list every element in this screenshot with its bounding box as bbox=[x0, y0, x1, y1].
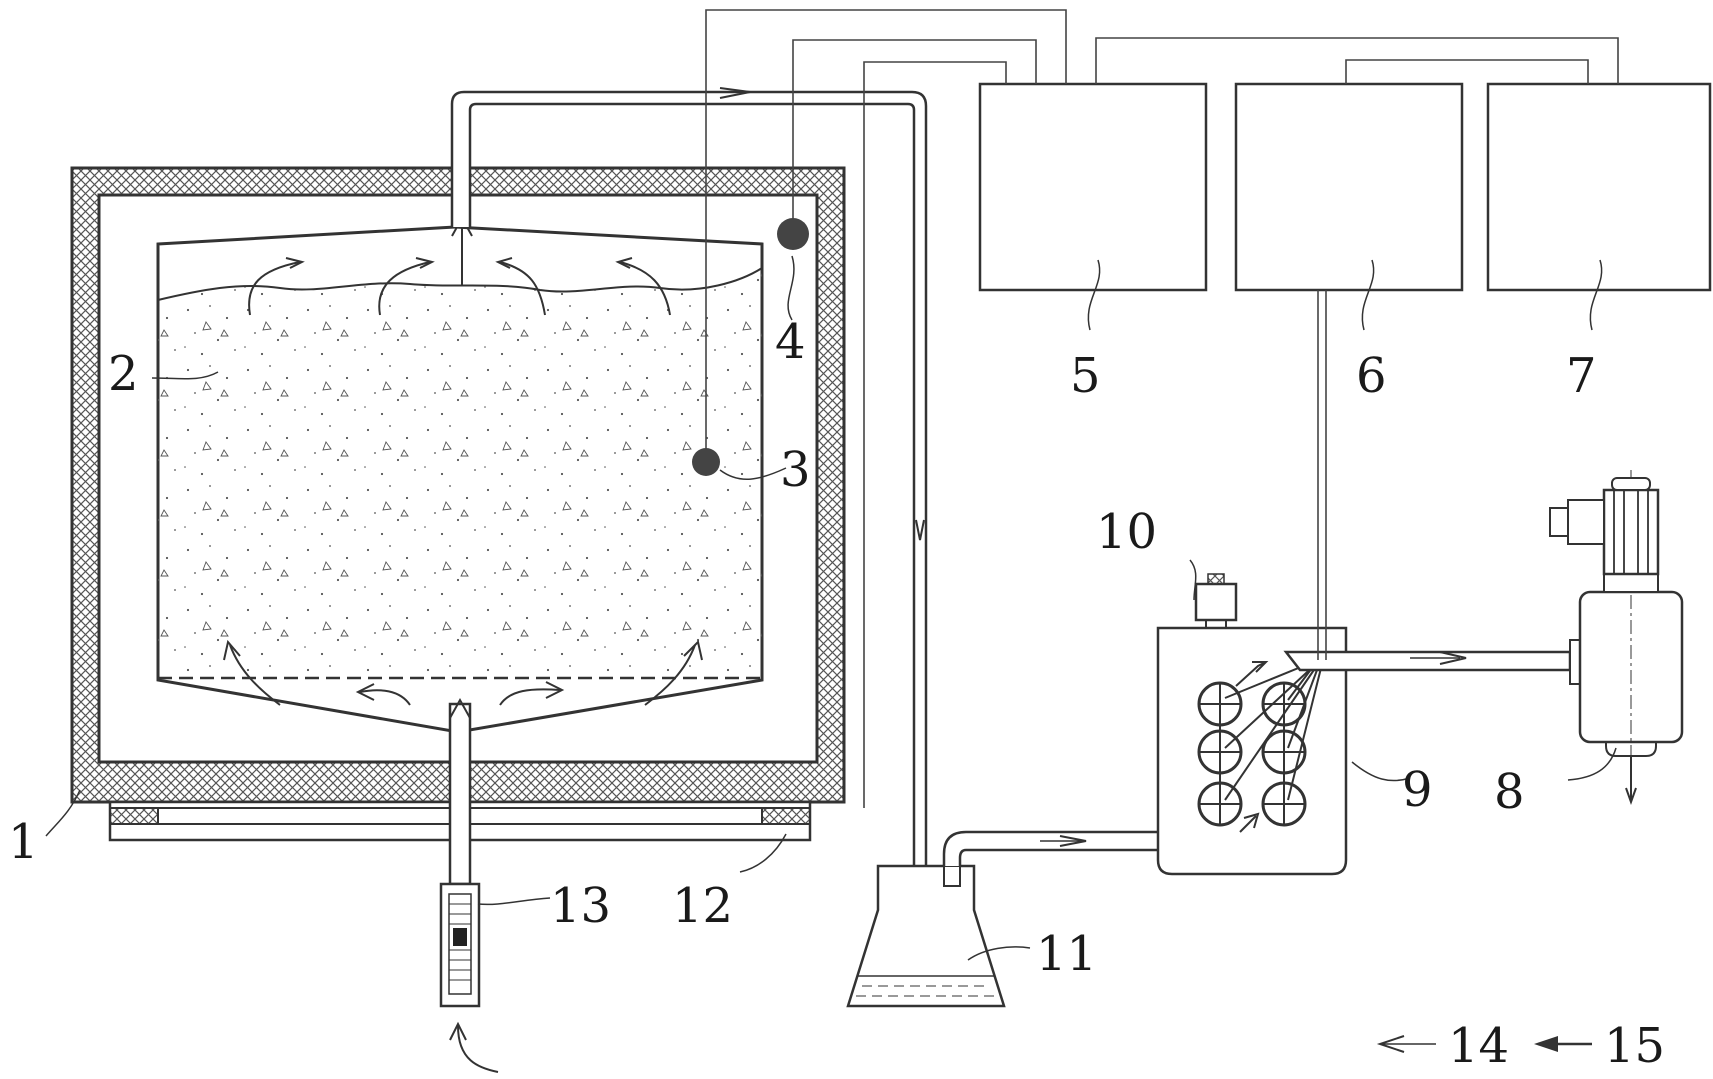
gas-inlet-pipe bbox=[439, 697, 499, 1073]
label-4: 4 bbox=[775, 314, 806, 370]
label-5: 5 bbox=[1070, 348, 1101, 404]
label-3: 3 bbox=[780, 442, 811, 498]
label-1: 1 bbox=[8, 814, 39, 870]
condenser-unit bbox=[1156, 573, 1572, 876]
reactor-vessel bbox=[156, 215, 764, 734]
signal-wires bbox=[705, 9, 1619, 808]
controller-box bbox=[1234, 82, 1464, 292]
temperature-sensor-bed bbox=[692, 448, 720, 476]
label-15: 15 bbox=[1604, 1018, 1665, 1074]
legend-arrows bbox=[1376, 1035, 1592, 1053]
label-2: 2 bbox=[108, 346, 139, 402]
label-10: 10 bbox=[1096, 504, 1157, 560]
label-14: 14 bbox=[1448, 1018, 1509, 1074]
label-6: 6 bbox=[1356, 348, 1387, 404]
label-8: 8 bbox=[1494, 764, 1525, 820]
leader-lines bbox=[45, 255, 1617, 961]
data-logger-box bbox=[978, 82, 1208, 292]
label-7: 7 bbox=[1566, 348, 1597, 404]
label-12: 12 bbox=[672, 878, 733, 934]
collection-flask bbox=[846, 830, 1226, 1008]
computer-box bbox=[1486, 82, 1712, 292]
label-13: 13 bbox=[550, 878, 611, 934]
label-11: 11 bbox=[1036, 926, 1097, 982]
temperature-sensor-top bbox=[777, 218, 809, 250]
vacuum-pump bbox=[1549, 470, 1684, 805]
label-9: 9 bbox=[1402, 762, 1433, 818]
